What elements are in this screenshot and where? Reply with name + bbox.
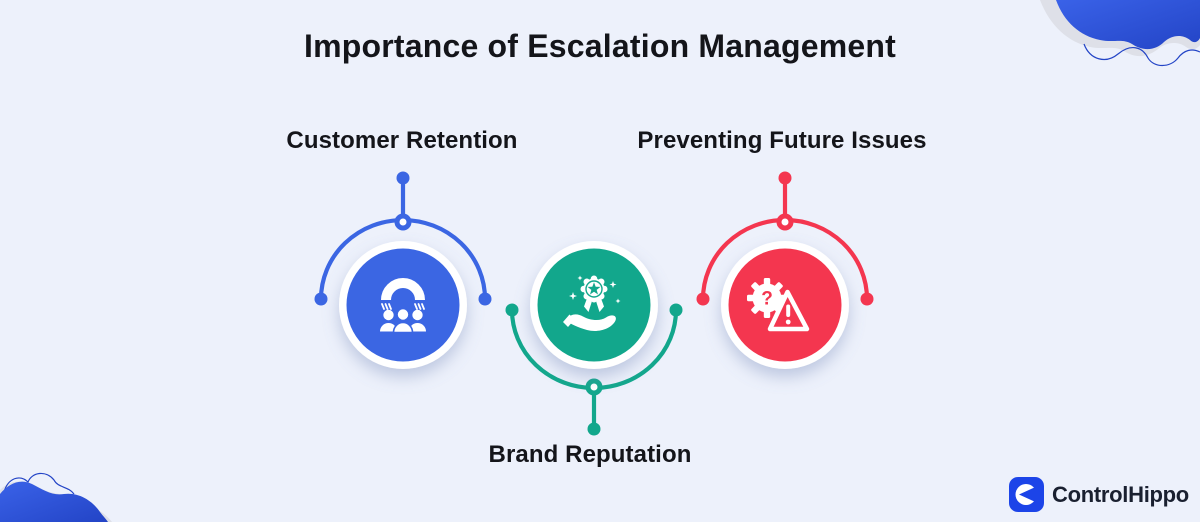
item-label-brand-reputation: Brand Reputation bbox=[488, 441, 692, 468]
connector-top-red bbox=[696, 171, 874, 306]
item-brand-reputation bbox=[505, 241, 683, 436]
magnet-customers-icon bbox=[380, 278, 426, 334]
page-title: Importance of Escalation Management bbox=[303, 28, 896, 64]
connector-top-blue bbox=[314, 171, 492, 306]
decorative-blob-bottom-left bbox=[0, 472, 112, 522]
gear-warning-icon: ? bbox=[747, 278, 810, 332]
item-preventing-future-issues: ? bbox=[696, 171, 874, 369]
item-label-customer-retention: Customer Retention bbox=[286, 127, 518, 154]
brand-name: ControlHippo bbox=[1052, 481, 1189, 507]
decorative-blob-top-right bbox=[1040, 0, 1200, 67]
brand-logo: ControlHippo bbox=[1009, 477, 1189, 512]
item-customer-retention bbox=[314, 171, 492, 369]
award-hand-icon bbox=[563, 275, 621, 331]
item-label-preventing-future-issues: Preventing Future Issues bbox=[637, 127, 927, 154]
controlhippo-logo-icon bbox=[1009, 477, 1044, 512]
connector-bottom-green bbox=[505, 303, 683, 436]
svg-text:?: ? bbox=[761, 289, 773, 310]
